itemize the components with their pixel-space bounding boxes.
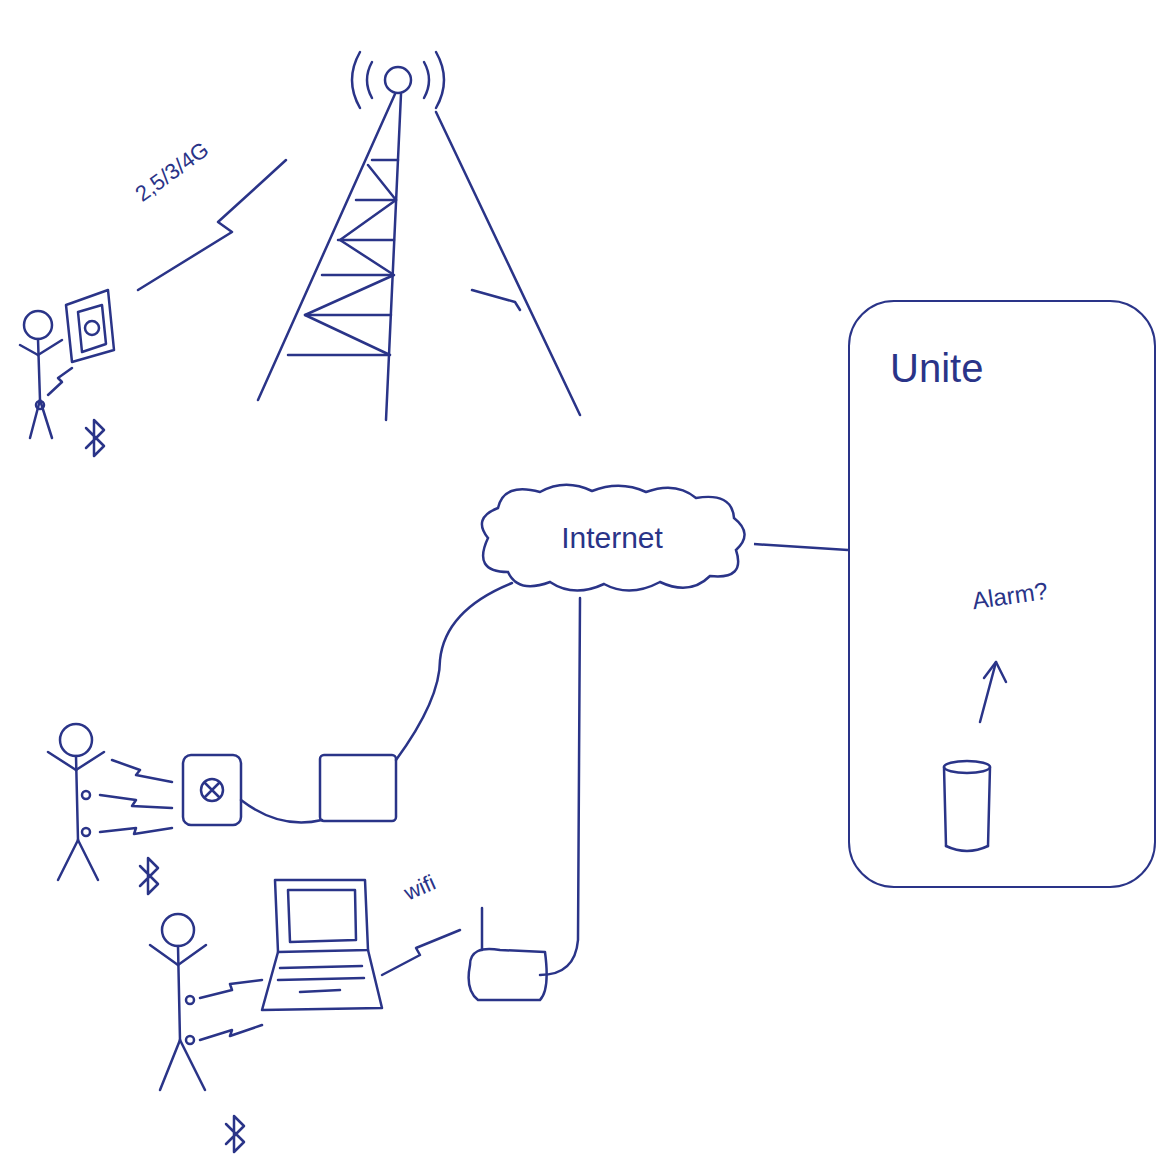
person-with-laptop: [150, 880, 460, 1090]
internet-cloud: Internet: [470, 478, 754, 598]
wifi-label: wifi: [400, 870, 440, 907]
person-with-sensor: [48, 583, 512, 880]
server-box: UniteAlarm?: [848, 300, 1156, 888]
bluetooth-symbol: [226, 1116, 244, 1152]
node-title: Internet: [561, 521, 663, 555]
cell-tower: [258, 52, 580, 420]
wifi-router: [469, 598, 580, 1000]
network-label: 2,5/3/4G: [130, 137, 214, 208]
database-cylinder: [944, 761, 990, 851]
node-title: Unite: [890, 346, 983, 391]
bluetooth-symbol: [86, 420, 104, 456]
alarm-arrow: [980, 662, 1006, 722]
network-link: [754, 544, 848, 550]
person-with-phone: [20, 290, 114, 438]
bluetooth-symbol: [140, 858, 158, 894]
node-note: Alarm?: [970, 577, 1049, 615]
cloud-outline-path: [482, 485, 745, 591]
